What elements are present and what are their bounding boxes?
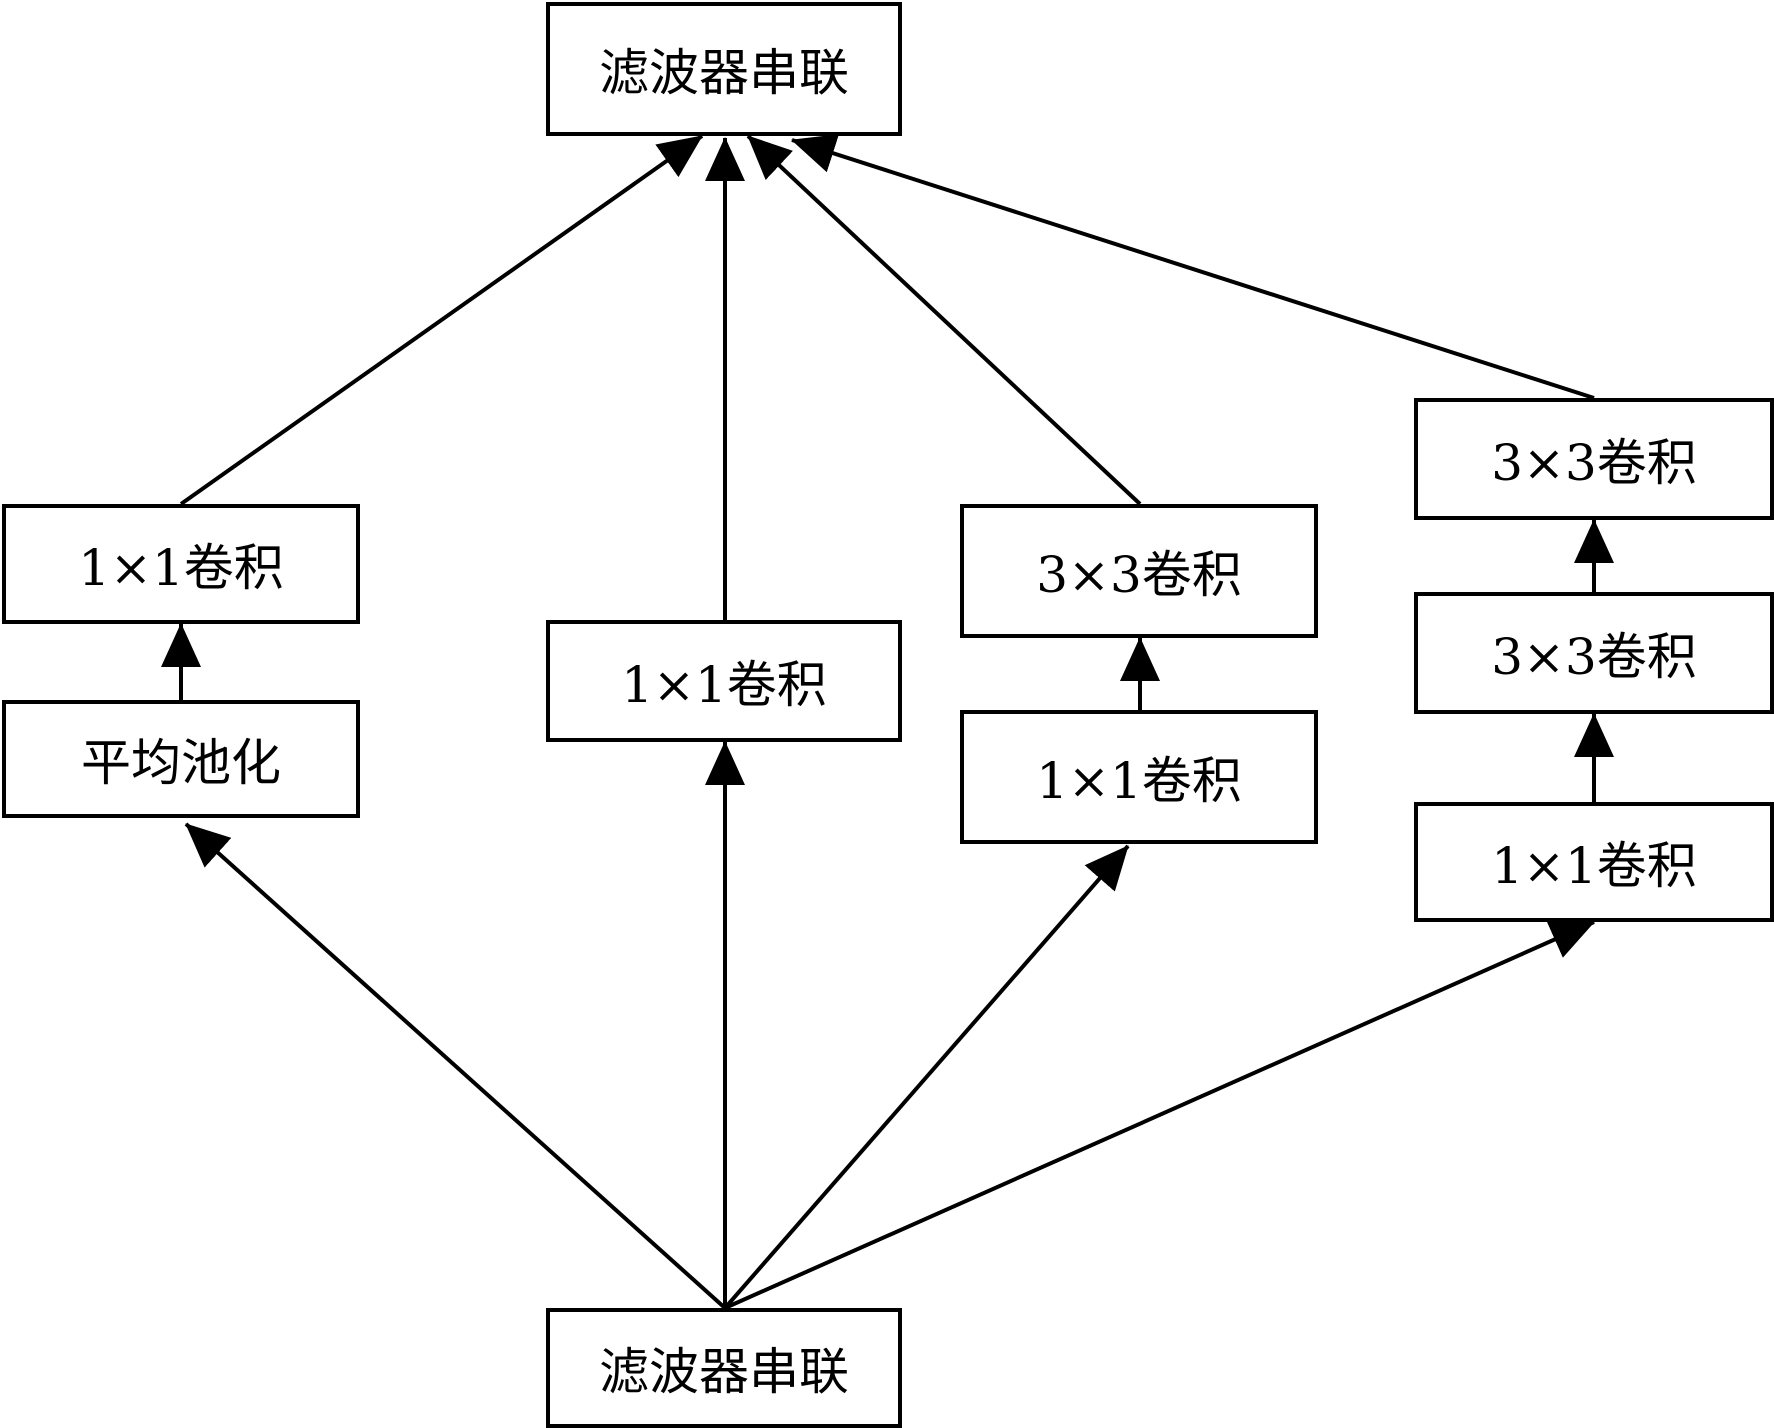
branch4-conv3x3-mid-label: 3×3卷积 xyxy=(1491,628,1697,686)
arrow-bottom-concat-to-branch3-conv1 xyxy=(723,844,1130,1310)
branch3-conv1x1-label: 1×1卷积 xyxy=(1036,752,1242,810)
branch4-conv3x3-top-label: 3×3卷积 xyxy=(1491,434,1697,492)
arrow-branch3-conv3-to-top-concat xyxy=(746,134,1142,506)
branch2-conv1x1-node: 1×1卷积 xyxy=(546,620,902,742)
arrow-branch1-conv-to-top-concat xyxy=(179,134,704,506)
top-filter-concat-node: 滤波器串联 xyxy=(546,2,902,136)
bottom-filter-concat-node: 滤波器串联 xyxy=(546,1308,902,1428)
branch4-conv3x3-mid-node: 3×3卷积 xyxy=(1414,592,1774,714)
edges-layer xyxy=(161,134,1614,1310)
branch4-conv1x1-label: 1×1卷积 xyxy=(1491,837,1697,895)
branch4-conv3x3-top-node: 3×3卷积 xyxy=(1414,398,1774,520)
branch4-conv1x1-node: 1×1卷积 xyxy=(1414,802,1774,922)
branch1-conv1x1-label: 1×1卷积 xyxy=(78,539,284,597)
branch3-conv3x3-label: 3×3卷积 xyxy=(1036,546,1242,604)
arrow-bottom-concat-to-branch4-conv1 xyxy=(724,920,1595,1310)
branch2-conv1x1-label: 1×1卷积 xyxy=(621,656,827,714)
branch3-conv1x1-node: 1×1卷积 xyxy=(960,710,1318,844)
branch1-avgpool-label: 平均池化 xyxy=(81,734,281,792)
bottom-filter-concat-label: 滤波器串联 xyxy=(599,1343,849,1401)
branch1-avgpool-node: 平均池化 xyxy=(2,700,360,818)
arrow-branch4-conv3-top-to-top-concat xyxy=(791,134,1595,400)
top-filter-concat-label: 滤波器串联 xyxy=(599,44,849,102)
arrow-bottom-concat-to-branch1-pool xyxy=(184,822,727,1310)
branch1-conv1x1-node: 1×1卷积 xyxy=(2,504,360,624)
branch3-conv3x3-node: 3×3卷积 xyxy=(960,504,1318,638)
